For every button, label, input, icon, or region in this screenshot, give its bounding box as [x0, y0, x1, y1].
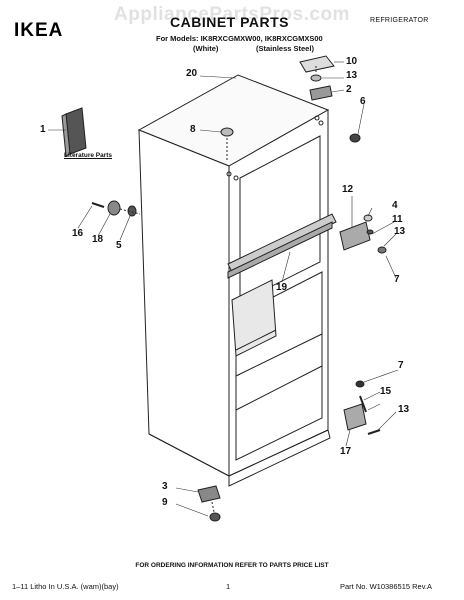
variant-white: (White)	[193, 44, 219, 53]
callout-11: 11	[392, 214, 403, 225]
callout-20: 20	[186, 68, 198, 79]
literature-booklet-icon	[61, 107, 87, 157]
callout-4: 4	[392, 200, 398, 211]
callout-9: 9	[162, 497, 168, 508]
callout-7-upper: 7	[394, 274, 400, 285]
callout-2: 2	[346, 84, 352, 95]
brand-logo: IKEA	[14, 20, 64, 41]
callout-6: 6	[360, 96, 366, 107]
left-stud-assembly	[91, 200, 141, 217]
callout-3: 3	[162, 481, 168, 492]
callout-7-lower: 7	[398, 360, 404, 371]
center-rail	[227, 213, 337, 279]
litho-info: 1–11 Litho In U.S.A. (wam)(bay)	[12, 582, 119, 591]
ordering-note: FOR ORDERING INFORMATION REFER TO PARTS …	[135, 562, 329, 569]
category-label: REFRIGERATOR	[370, 17, 429, 24]
bottom-hinge-parts	[343, 380, 381, 435]
cabinet-shell	[137, 74, 331, 487]
leveling-leg-parts	[197, 485, 221, 522]
models-line: For Models: IK8RXCGMXW00, IK8RXCGMXS00	[156, 34, 323, 43]
callout-12: 12	[342, 184, 354, 195]
callout-1: 1	[40, 124, 46, 135]
middle-hinge-parts	[339, 214, 387, 254]
page-title: CABINET PARTS	[170, 14, 290, 30]
callout-leaders	[48, 61, 399, 517]
callout-16: 16	[72, 228, 84, 239]
callout-19: 19	[276, 282, 288, 293]
literature-parts-label: Literature Parts	[64, 152, 113, 159]
callout-13-top: 13	[346, 70, 358, 81]
callout-13-bottom: 13	[398, 404, 410, 415]
callout-18: 18	[92, 234, 104, 245]
callout-13-middle: 13	[394, 226, 406, 237]
page-number: 1	[226, 582, 231, 591]
callout-17: 17	[340, 446, 352, 457]
callout-5: 5	[116, 240, 122, 251]
callout-15: 15	[380, 386, 392, 397]
top-hinge-parts	[299, 55, 361, 143]
part-number: Part No. W10386515 Rev.A	[340, 582, 432, 591]
callout-10: 10	[346, 56, 358, 67]
callout-8: 8	[190, 124, 196, 135]
variant-steel: (Stainless Steel)	[256, 44, 314, 53]
